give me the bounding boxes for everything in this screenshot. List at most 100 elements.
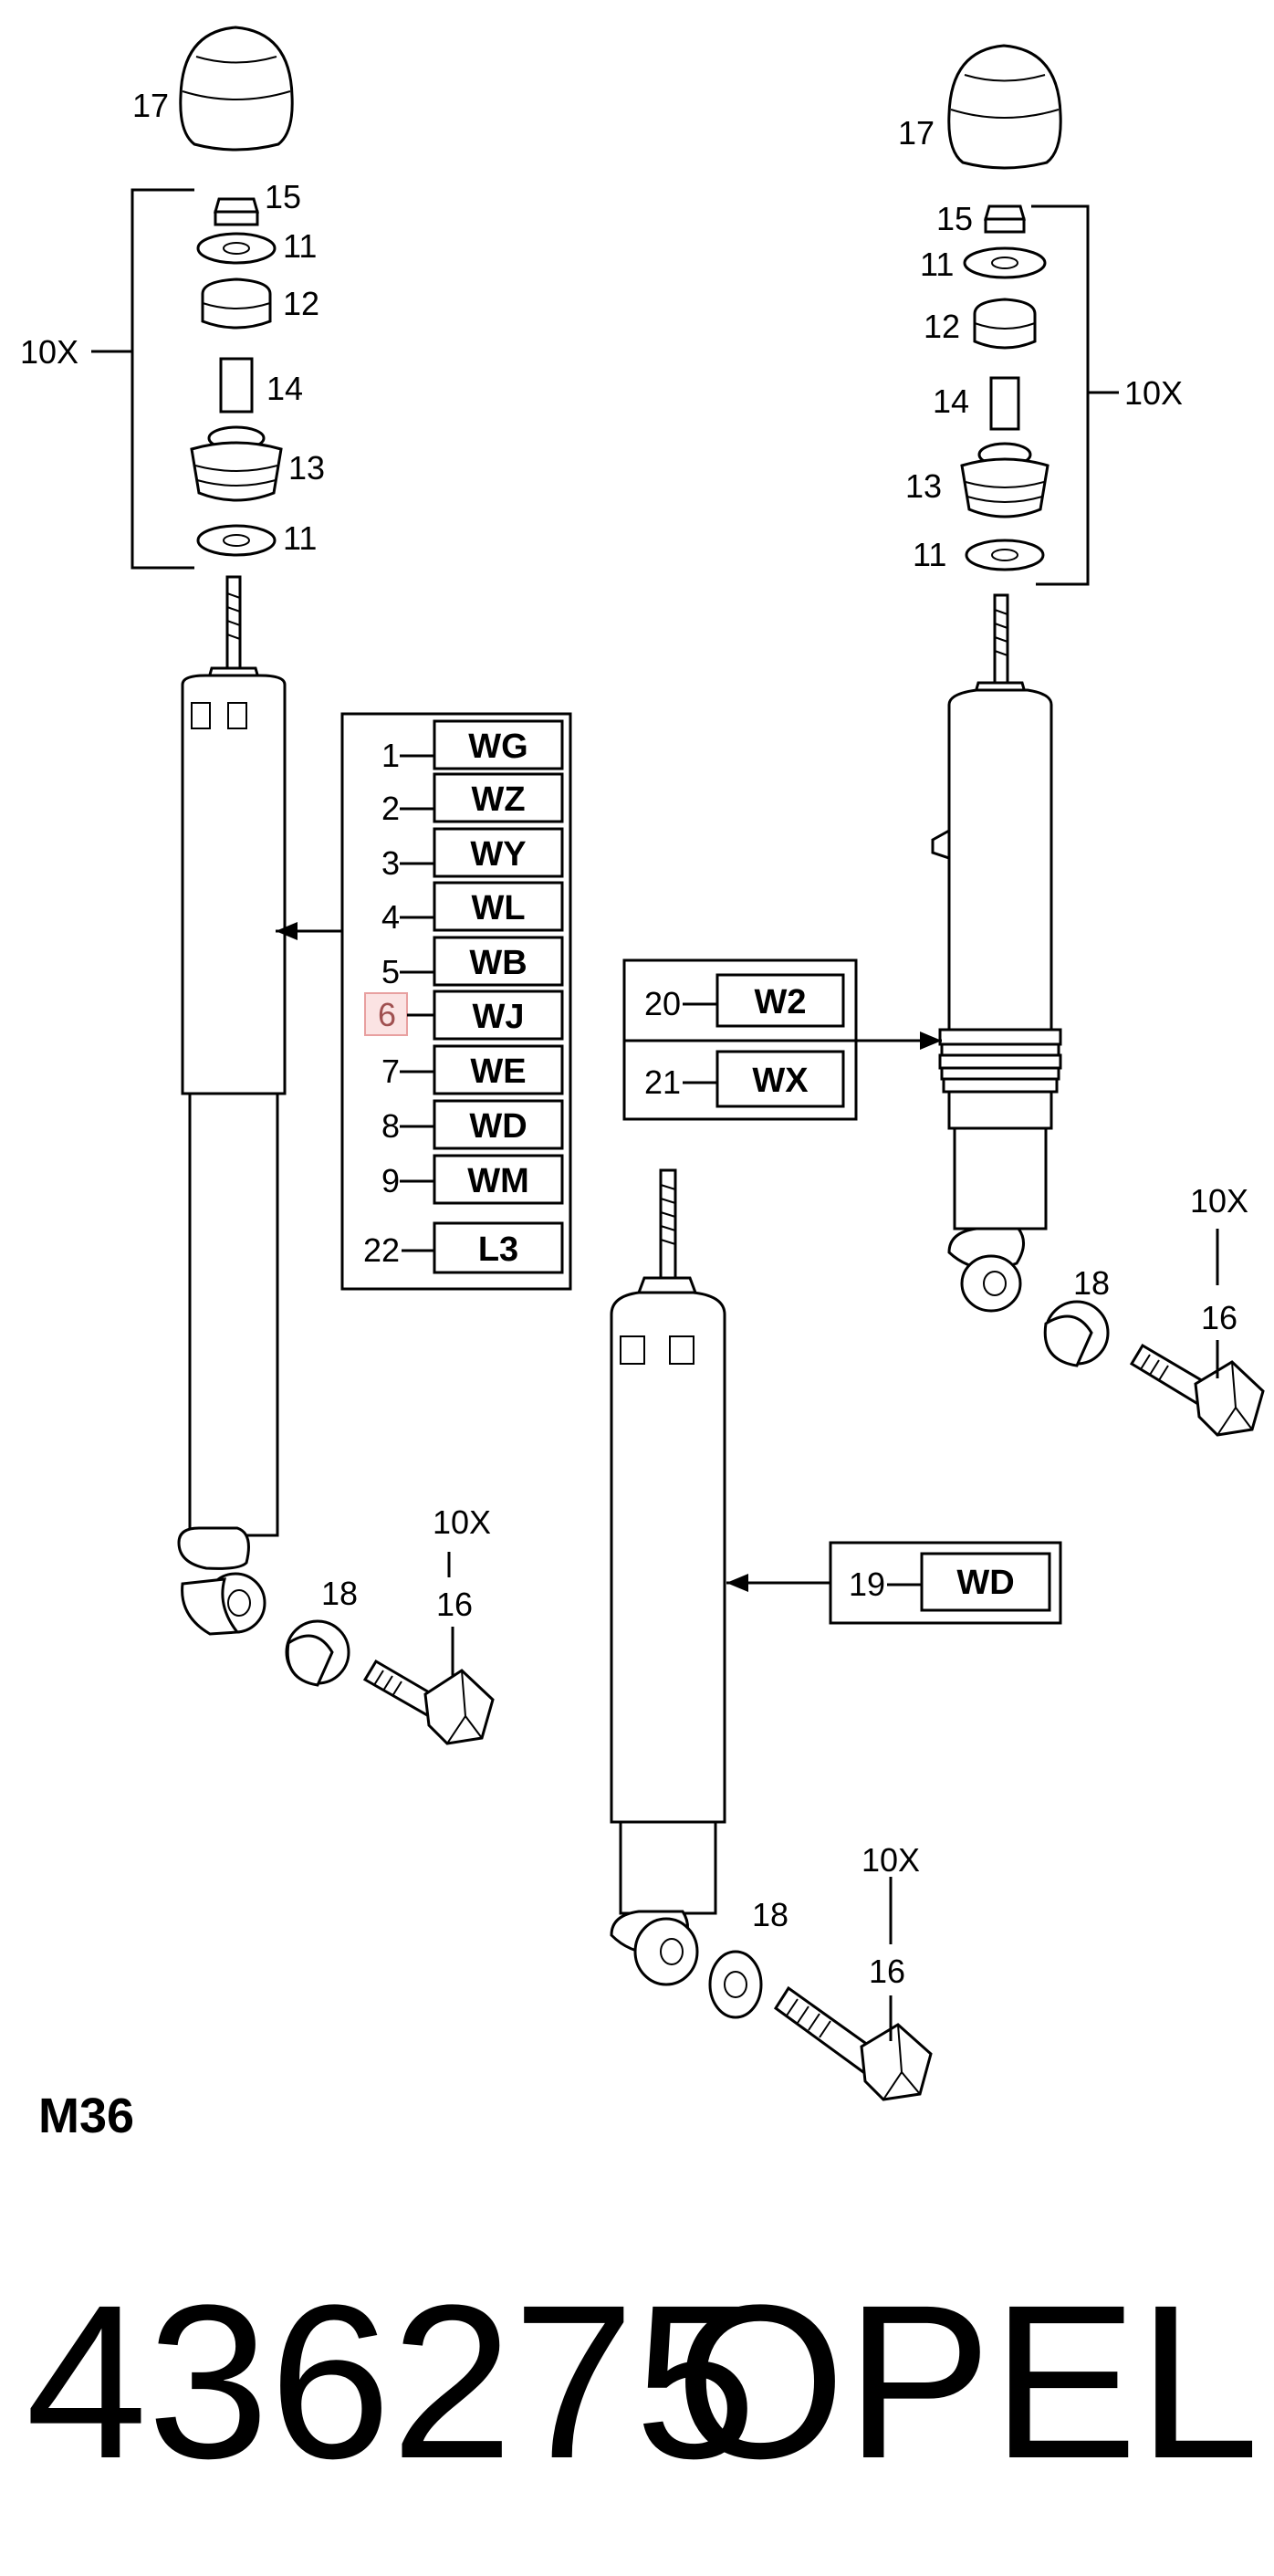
row-num: 6: [378, 996, 396, 1033]
callout-18-right: 18: [1073, 1264, 1110, 1302]
shock-absorber-right: [931, 593, 1062, 1313]
row-code: WX: [752, 1062, 809, 1100]
callout-10x-left: 10X: [433, 1503, 491, 1541]
sleeve-right: [989, 376, 1020, 431]
table-center-row-19[interactable]: 19 WD: [849, 1552, 1051, 1612]
callout-14-left: 14: [266, 370, 303, 407]
hardware-left: 18 10X 16: [285, 1503, 495, 1745]
callout-11-lower-left: 11: [283, 519, 317, 557]
washer-lower-right: [965, 539, 1045, 571]
brand-name: OPEL: [675, 2259, 1259, 2504]
callout-17-left: 17: [132, 87, 169, 124]
table-left-row-6[interactable]: 6 WJ: [364, 990, 564, 1041]
callout-13-right: 13: [905, 467, 942, 505]
callout-16-left: 16: [436, 1586, 473, 1623]
table-left-row-4[interactable]: 4 WL: [381, 881, 564, 936]
row-code: WD: [469, 1107, 527, 1146]
bolt-16-left: [362, 1659, 495, 1745]
spacer-18-right: [1043, 1300, 1110, 1367]
nut-left: [214, 197, 259, 226]
callout-10x-kit-right: 10X: [1124, 374, 1183, 412]
row-num: 9: [381, 1162, 400, 1199]
sleeve-left: [219, 357, 254, 414]
row-num: 21: [644, 1063, 681, 1101]
row-num: 4: [381, 898, 400, 936]
left-mount-kit: 17 10X 15 11 12 14 13: [20, 26, 325, 570]
callout-16-right: 16: [1201, 1299, 1237, 1336]
table-left-row-3[interactable]: 3 WY: [381, 827, 564, 882]
row-num: 2: [381, 790, 400, 827]
row-num: 7: [381, 1052, 400, 1090]
table-left-row-7[interactable]: 7 WE: [381, 1044, 564, 1095]
nut-right: [984, 204, 1026, 234]
variant-table-right: 20 W2 21 WX: [622, 958, 942, 1121]
bump-stop-cap-left: [179, 26, 294, 152]
row-num: 8: [381, 1107, 400, 1145]
row-code: W2: [755, 983, 807, 1021]
spacer-18-left: [285, 1619, 350, 1687]
row-num: 3: [381, 844, 400, 882]
row-num: 20: [644, 985, 681, 1022]
bushing-left: [201, 277, 272, 330]
bolt-16-right: [1129, 1343, 1265, 1437]
callout-12-right: 12: [924, 308, 960, 345]
row-code: L3: [478, 1230, 518, 1269]
callout-10x-kit-left: 10X: [20, 333, 78, 371]
row-num: 19: [849, 1565, 885, 1603]
row-code: WD: [956, 1564, 1014, 1602]
shock-absorber-center: [610, 1168, 726, 1986]
callout-11-upper-left: 11: [283, 227, 317, 265]
row-code: WZ: [471, 780, 525, 819]
washer-18-center: [708, 1950, 763, 2019]
table-left-row-1[interactable]: 1 WG: [381, 719, 564, 774]
bushing-large-left: [190, 425, 283, 502]
bump-stop-cap-right: [947, 44, 1062, 170]
figure-code: M36: [38, 2089, 134, 2143]
washer-upper-left: [196, 232, 277, 265]
row-num: 22: [363, 1231, 400, 1269]
callout-13-left: 13: [288, 449, 325, 487]
variant-table-center: 19 WD: [726, 1541, 1062, 1625]
washer-lower-left: [196, 524, 277, 557]
callout-17-right: 17: [898, 114, 935, 152]
table-left-row-9[interactable]: 9 WM: [381, 1154, 564, 1205]
row-num: 1: [381, 737, 400, 774]
callout-15-left: 15: [265, 178, 301, 215]
row-code: WG: [468, 728, 527, 766]
table-left-row-2[interactable]: 2 WZ: [381, 772, 564, 827]
table-left-row-8[interactable]: 8 WD: [381, 1099, 564, 1150]
table-left-row-22[interactable]: 22 L3: [363, 1221, 564, 1274]
variant-table-left: 1 WG 2 WZ 3 WY 4 WL 5 WB: [276, 712, 572, 1291]
callout-10x-center: 10X: [862, 1841, 920, 1879]
table-right-row-20[interactable]: 20 W2: [644, 973, 845, 1028]
row-code: WB: [469, 944, 527, 982]
table-left-row-5[interactable]: 5 WB: [381, 936, 564, 990]
part-number: 436275: [26, 2259, 757, 2504]
row-code: WJ: [473, 998, 525, 1036]
row-code: WL: [471, 889, 525, 927]
callout-10x-right: 10X: [1190, 1182, 1248, 1220]
row-code: WE: [470, 1052, 526, 1091]
callout-11-upper-right: 11: [920, 246, 954, 283]
callout-18-center: 18: [752, 1896, 788, 1933]
callout-14-right: 14: [933, 382, 969, 420]
hardware-right: 18 10X 16: [1043, 1182, 1265, 1437]
row-num: 5: [381, 953, 400, 990]
table-right-row-21[interactable]: 21 WX: [644, 1050, 845, 1108]
callout-11-lower-right: 11: [913, 536, 946, 573]
callout-18-left: 18: [321, 1575, 358, 1612]
right-mount-kit: 17 10X 15 11 12 14 13 1: [898, 44, 1183, 586]
bolt-16-center: [773, 1985, 933, 2101]
washer-upper-right: [963, 246, 1047, 279]
row-code: WM: [467, 1162, 529, 1200]
shock-absorber-left: [177, 575, 287, 1636]
bushing-large-right: [960, 442, 1049, 518]
hardware-center: 18 10X 16: [708, 1841, 933, 2101]
callout-16-center: 16: [869, 1953, 905, 1990]
row-highlight: [364, 992, 408, 1036]
callout-15-right: 15: [936, 200, 973, 237]
kit-bracket-left: [131, 188, 194, 570]
callout-12-left: 12: [283, 285, 319, 322]
kit-bracket-right: [1031, 204, 1090, 586]
